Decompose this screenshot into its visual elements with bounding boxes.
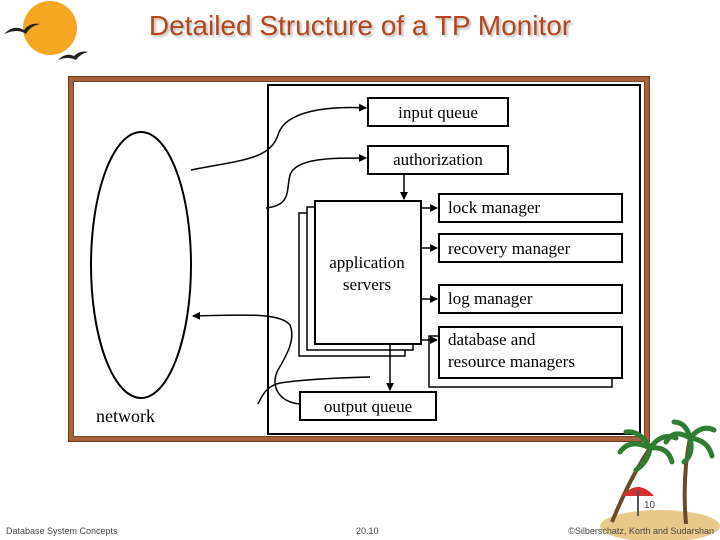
page-number: 10 xyxy=(644,500,656,511)
island-decoration xyxy=(600,419,720,540)
app-servers-label-1: application xyxy=(329,253,405,272)
sun-birds-logo xyxy=(4,1,88,60)
recovery-manager-label: recovery manager xyxy=(448,239,571,258)
output-queue-label: output queue xyxy=(324,397,412,416)
arrow-network-to-input xyxy=(190,103,367,171)
lock-manager-label: lock manager xyxy=(448,198,540,217)
db-managers-label-2: resource managers xyxy=(448,352,575,371)
lock-manager-box xyxy=(438,193,623,223)
db-managers-box xyxy=(438,326,623,379)
bird-icon xyxy=(4,23,40,34)
app-servers-box xyxy=(314,200,422,345)
network-label: network xyxy=(96,406,155,426)
footer-right: ©Silberschatz, Korth and Sudarshan xyxy=(568,526,714,536)
input-queue-box xyxy=(367,97,509,127)
authorization-box xyxy=(367,145,509,175)
authorization-label: authorization xyxy=(393,150,483,169)
monitor-boundary xyxy=(267,84,641,435)
arrow-servers-back-to-network xyxy=(257,376,371,405)
arrow-output-to-network xyxy=(192,311,301,405)
app-servers-label-2: servers xyxy=(343,275,391,294)
footer-left: Database System Concepts xyxy=(6,526,118,536)
log-manager-box xyxy=(438,284,623,314)
input-queue-label: input queue xyxy=(398,103,478,122)
footer-center: 20.10 xyxy=(356,526,379,536)
recovery-manager-box xyxy=(438,233,623,263)
sun-icon xyxy=(23,1,77,55)
slide-title: Detailed Structure of a TP Monitor xyxy=(148,10,572,41)
bird-icon xyxy=(58,51,88,60)
network-ellipse xyxy=(90,131,192,399)
palm-tree-icon xyxy=(617,429,679,473)
arrow-to-authorization xyxy=(265,154,367,209)
output-queue-box xyxy=(299,391,437,421)
db-managers-label-1: database and xyxy=(448,330,536,349)
log-manager-label: log manager xyxy=(448,289,533,308)
palm-tree-icon xyxy=(663,419,717,465)
